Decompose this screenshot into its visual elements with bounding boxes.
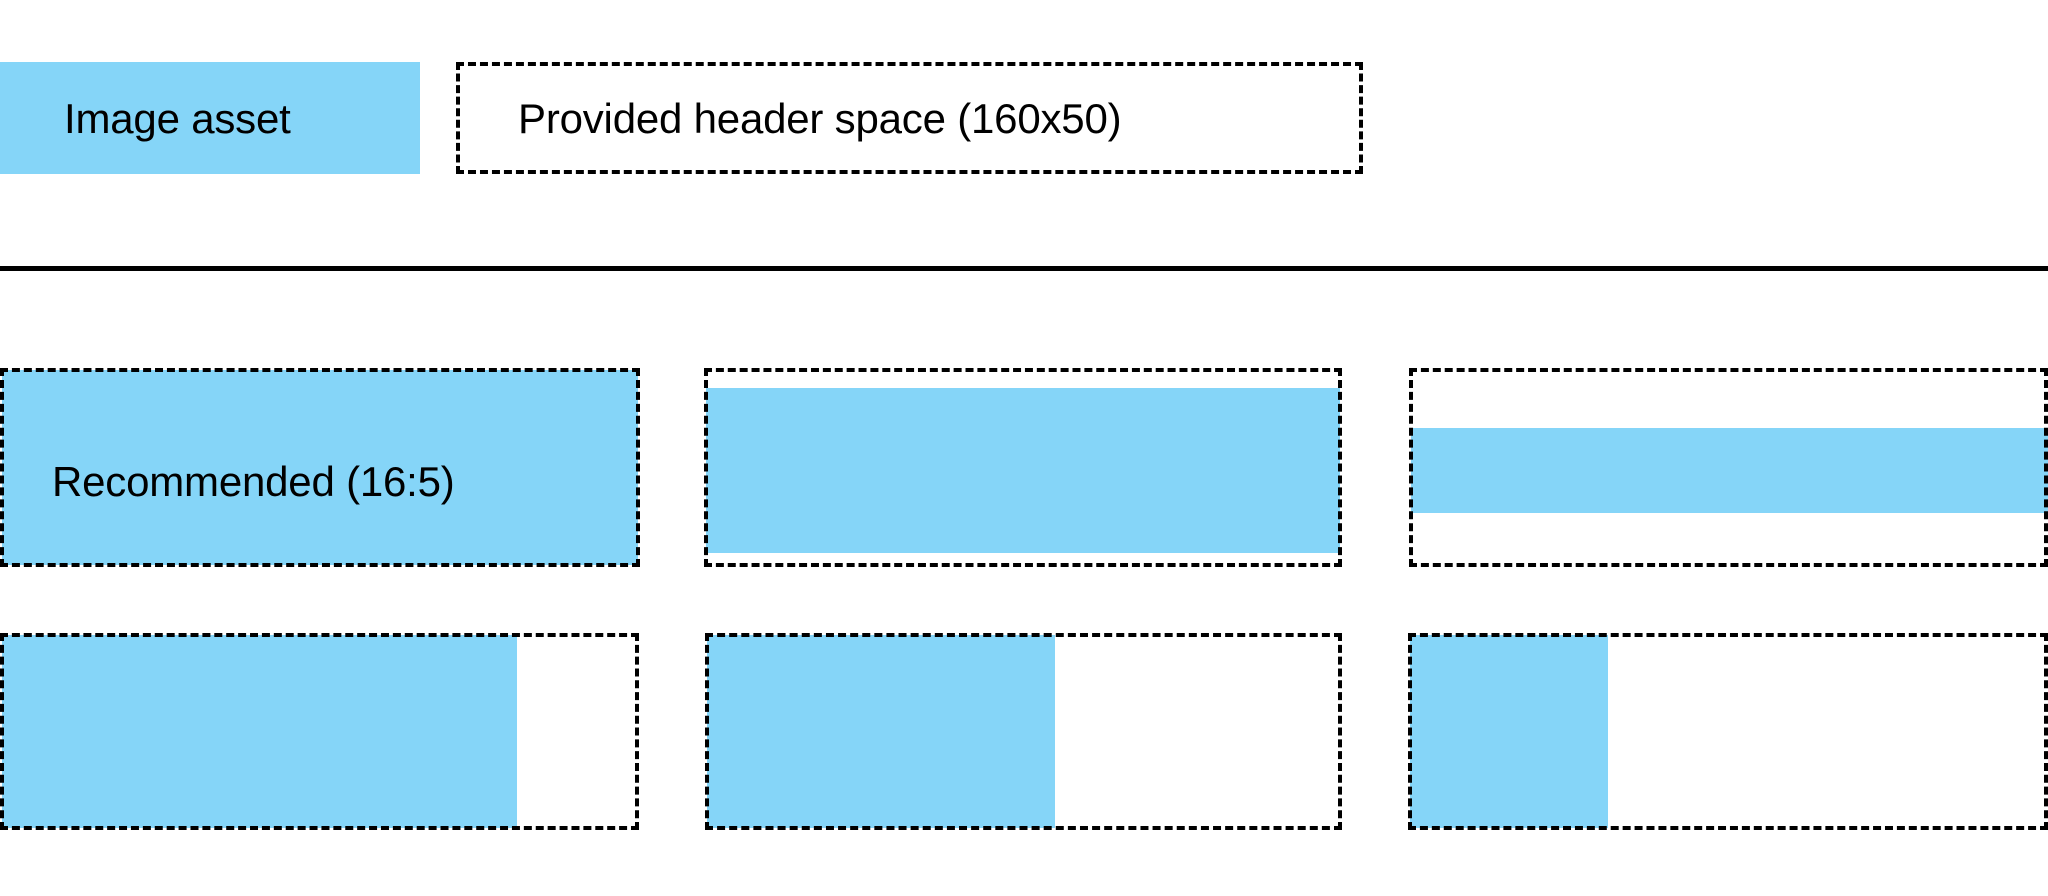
ratio-example-frame-1 (0, 368, 640, 567)
provided-header-space-label: Provided header space (160x50) (518, 95, 1122, 142)
crop-example-frame-1 (0, 633, 639, 830)
crop-example-fill-1 (2, 635, 517, 828)
provided-header-space-frame (456, 62, 1363, 174)
ratio-example-fill-2 (706, 388, 1340, 553)
ratio-example-fill-3 (1411, 428, 2048, 513)
crop-example-frame-2 (705, 633, 1342, 830)
section-divider (0, 266, 2048, 271)
ratio-example-frame-2 (704, 368, 1342, 567)
crop-example-fill-3 (1410, 635, 1608, 828)
crop-example-frame-3 (1408, 633, 2048, 830)
image-asset-swatch (0, 62, 420, 174)
recommended-ratio-label: Recommended (16:5) (52, 458, 455, 505)
image-asset-label: Image asset (64, 95, 291, 142)
crop-example-fill-2 (707, 635, 1055, 828)
ratio-example-frame-3 (1409, 368, 2048, 567)
ratio-example-fill-1 (2, 370, 638, 565)
